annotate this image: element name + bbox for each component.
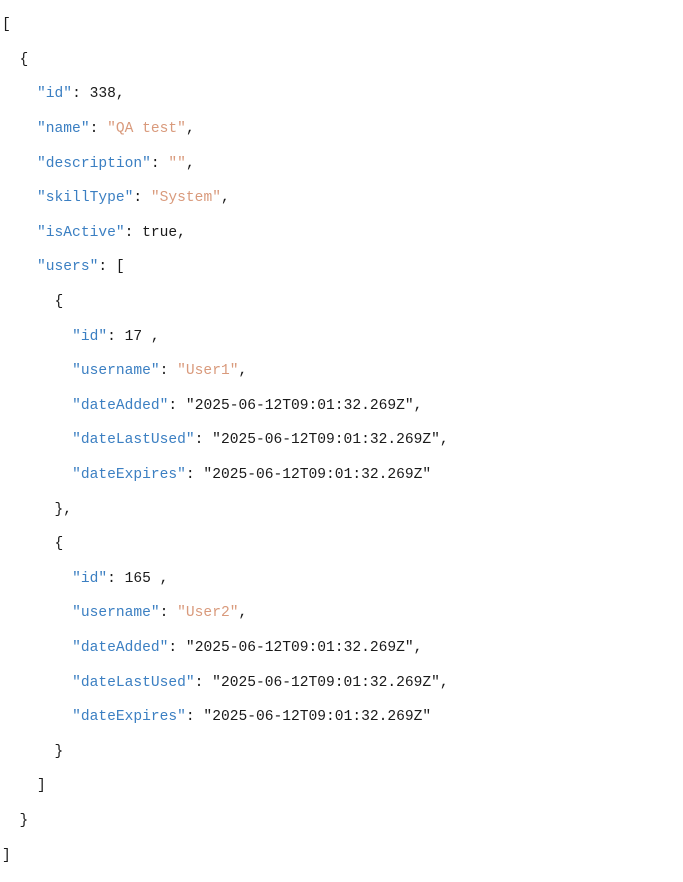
key-dateadded: "dateAdded" xyxy=(72,639,169,656)
json-line: } xyxy=(2,744,449,761)
key-username: "username" xyxy=(72,605,160,622)
json-line: "id": 338, xyxy=(37,86,125,103)
json-line: { xyxy=(2,536,449,553)
json-line: [ xyxy=(2,17,449,34)
key-username: "username" xyxy=(72,363,160,380)
json-line: }, xyxy=(2,502,449,519)
users-array-close: ] xyxy=(37,778,46,795)
json-line: "name": "QA test", xyxy=(37,121,195,138)
json-line: { xyxy=(2,52,449,69)
value-datelastused: 2025-06-12T09:01:32.269Z xyxy=(220,674,432,691)
value-user-id: 165 xyxy=(124,570,160,587)
key-dateexpires: "dateExpires" xyxy=(72,709,186,726)
key-dateadded: "dateAdded" xyxy=(72,397,169,414)
user-object-close: }, xyxy=(54,501,73,518)
json-line: "dateLastUsed": "2025-06-12T09:01:32.269… xyxy=(72,674,449,691)
key-users: "users" xyxy=(37,259,99,276)
value-datelastused: 2025-06-12T09:01:32.269Z xyxy=(220,432,432,449)
json-line: "dateExpires": "2025-06-12T09:01:32.269Z… xyxy=(72,709,432,726)
object-open-brace: { xyxy=(19,51,29,68)
value-username: User1 xyxy=(185,363,230,380)
json-line: "id": 165 , xyxy=(72,570,169,587)
user-object-open: { xyxy=(54,294,64,311)
value-dateexpires: 2025-06-12T09:01:32.269Z xyxy=(212,467,423,484)
value-skilltype: System xyxy=(159,190,213,207)
json-viewer: [ { "id": 338, "name": "QA test", "descr… xyxy=(2,0,449,882)
json-line: "dateAdded": "2025-06-12T09:01:32.269Z", xyxy=(72,639,423,656)
user-object-close: } xyxy=(54,743,64,760)
value-name: QA test xyxy=(115,121,178,138)
key-id: "id" xyxy=(37,86,73,103)
key-user-id: "id" xyxy=(72,328,108,345)
key-dateexpires: "dateExpires" xyxy=(72,467,186,484)
value-username: User2 xyxy=(185,605,230,622)
key-datelastused: "dateLastUsed" xyxy=(72,674,195,691)
json-line: "skillType": "System", xyxy=(37,190,230,207)
json-line: "username": "User1", xyxy=(72,363,248,380)
json-line: "dateAdded": "2025-06-12T09:01:32.269Z", xyxy=(72,397,423,414)
key-skilltype: "skillType" xyxy=(37,190,134,207)
value-dateadded: 2025-06-12T09:01:32.269Z xyxy=(194,639,405,656)
json-line: "dateExpires": "2025-06-12T09:01:32.269Z… xyxy=(72,467,432,484)
key-description: "description" xyxy=(37,155,151,172)
json-line: "description": "", xyxy=(37,155,195,172)
value-id: 338 xyxy=(89,86,116,103)
json-line: { xyxy=(2,294,449,311)
json-line: ] xyxy=(2,848,449,865)
json-line: "users": [ xyxy=(37,259,125,276)
key-datelastused: "dateLastUsed" xyxy=(72,432,195,449)
value-dateadded: 2025-06-12T09:01:32.269Z xyxy=(194,397,405,414)
key-isactive: "isActive" xyxy=(37,224,125,241)
key-name: "name" xyxy=(37,121,90,138)
user-object-open: { xyxy=(54,536,64,553)
value-isactive: true xyxy=(142,224,178,241)
json-line: ] xyxy=(2,778,449,795)
key-user-id: "id" xyxy=(72,570,108,587)
value-user-id: 17 xyxy=(124,328,151,345)
value-dateexpires: 2025-06-12T09:01:32.269Z xyxy=(212,709,423,726)
json-line: "isActive": true, xyxy=(37,224,186,241)
json-line: } xyxy=(2,813,449,830)
json-line: "username": "User2", xyxy=(72,605,248,622)
array-close-bracket: ] xyxy=(2,847,11,864)
json-line: "id": 17 , xyxy=(72,328,160,345)
array-open-bracket: [ xyxy=(2,17,11,34)
object-close-brace: } xyxy=(19,812,29,829)
json-line: "dateLastUsed": "2025-06-12T09:01:32.269… xyxy=(72,432,449,449)
